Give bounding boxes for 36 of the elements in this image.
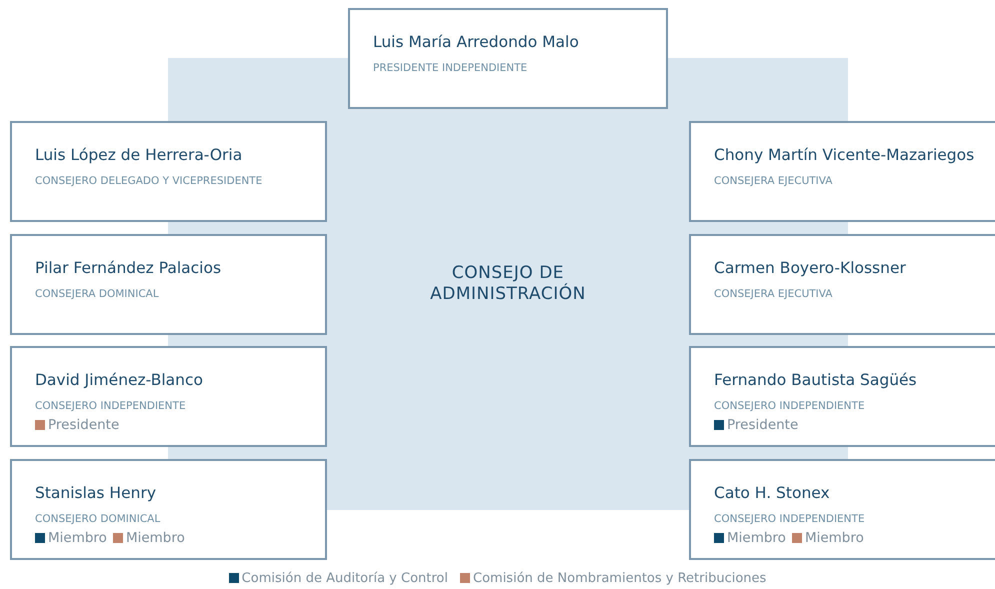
member-position: CONSEJERA EJECUTIVA: [714, 175, 832, 187]
member-name: Carmen Boyero-Klossner: [714, 259, 906, 277]
member-card: [10, 234, 327, 335]
member-card: [689, 346, 995, 447]
committee-role: Presidente: [48, 417, 120, 433]
member-position: CONSEJERO INDEPENDIENTE: [714, 513, 865, 525]
member-position: CONSEJERO DELEGADO Y VICEPRESIDENTE: [35, 175, 262, 187]
member-card: [689, 121, 995, 222]
member-card: [10, 459, 327, 560]
committee-role: Miembro: [126, 530, 185, 546]
committee-role: Miembro: [48, 530, 107, 546]
member-card: [348, 8, 668, 109]
member-name: Fernando Bautista Sagüés: [714, 371, 917, 389]
member-card: [689, 459, 995, 560]
committee-role: Presidente: [727, 417, 798, 433]
legend-label: Comisión de Nombramientos y Retribuciones: [473, 571, 766, 586]
committee-role: Miembro: [804, 530, 864, 546]
member-name: Stanislas Henry: [35, 484, 156, 502]
member-position: CONSEJERO INDEPENDIENTE: [35, 400, 186, 412]
board-title: CONSEJO DE ADMINISTRACIÓN: [429, 263, 587, 305]
member-position: CONSEJERO DOMINICAL: [35, 513, 160, 525]
member-card: [10, 346, 327, 447]
legend-label: Comisión de Auditoría y Control: [242, 571, 448, 586]
member-name: Pilar Fernández Palacios: [35, 259, 222, 277]
member-name: David Jiménez-Blanco: [35, 371, 203, 389]
committee-role: Miembro: [727, 530, 786, 546]
member-name: Cato H. Stonex: [714, 484, 830, 502]
member-name: Chony Martín Vicente-Mazariegos: [714, 146, 974, 164]
member-name: Luis María Arredondo Malo: [373, 33, 579, 51]
member-position: CONSEJERA EJECUTIVA: [714, 288, 832, 300]
member-position: CONSEJERA DOMINICAL: [35, 288, 159, 300]
member-position: PRESIDENTE INDEPENDIENTE: [373, 62, 528, 74]
member-position: CONSEJERO INDEPENDIENTE: [714, 400, 865, 412]
member-card: [10, 121, 327, 222]
member-name: Luis López de Herrera-Oria: [35, 146, 242, 164]
member-card: [689, 234, 995, 335]
